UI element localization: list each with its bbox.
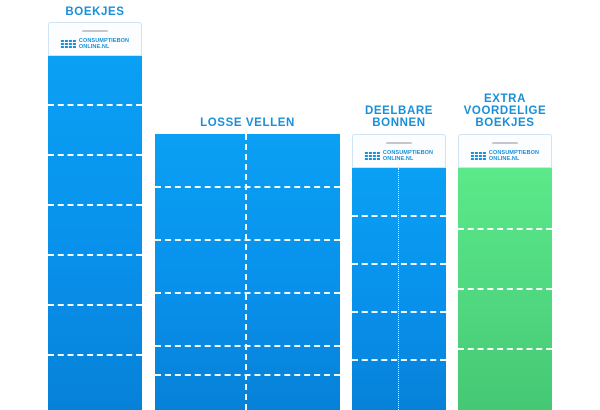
label-deelbare-line2: BONNEN bbox=[372, 117, 426, 129]
perforation-line bbox=[48, 354, 142, 356]
brand-logo: CONSUMPTIEBON ONLINE.NL bbox=[60, 38, 130, 50]
label-extra-line3: BOEKJES bbox=[475, 117, 535, 129]
perforation-line-vertical bbox=[245, 134, 247, 410]
label-deelbare-line1: DEELBARE bbox=[364, 105, 434, 117]
ticket-stack-deelbare bbox=[352, 168, 446, 410]
brand-logo: CONSUMPTIEBON ONLINE.NL bbox=[364, 150, 434, 162]
logo-icon bbox=[470, 152, 486, 160]
perforation-line bbox=[48, 104, 142, 106]
logo-icon bbox=[60, 40, 76, 48]
booklet-tag-extra: CONSUMPTIEBON ONLINE.NL bbox=[458, 134, 552, 168]
booklet-tag-boekjes: CONSUMPTIEBON ONLINE.NL bbox=[48, 22, 142, 56]
perforation-line bbox=[48, 204, 142, 206]
logo-line1: CONSUMPTIEBON bbox=[488, 150, 540, 156]
perforation-line bbox=[48, 304, 142, 306]
logo-line2: ONLINE.NL bbox=[488, 156, 520, 162]
label-boekjes: BOEKJES bbox=[65, 6, 125, 18]
perforation-line bbox=[458, 348, 552, 350]
perforation-line bbox=[352, 215, 446, 217]
label-extra-voordelige-boekjes: EXTRA VOORDELIGE BOEKJES bbox=[458, 93, 552, 129]
hang-slot bbox=[492, 142, 518, 144]
ticket-sheet-losse-vellen bbox=[155, 134, 340, 410]
logo-line2: ONLINE.NL bbox=[382, 156, 414, 162]
label-losse-vellen: LOSSE VELLEN bbox=[200, 117, 295, 129]
perforation-line bbox=[352, 311, 446, 313]
perforation-line bbox=[352, 263, 446, 265]
perforation-line bbox=[458, 228, 552, 230]
perforation-line bbox=[155, 292, 340, 294]
logo-line1: CONSUMPTIEBON bbox=[382, 150, 434, 156]
hang-slot bbox=[82, 30, 108, 32]
ticket-stack-extra bbox=[458, 168, 552, 410]
brand-logo: CONSUMPTIEBON ONLINE.NL bbox=[470, 150, 540, 162]
perforation-line bbox=[48, 254, 142, 256]
label-extra-line1: EXTRA bbox=[484, 93, 526, 105]
logo-icon bbox=[364, 152, 380, 160]
perforation-line bbox=[155, 345, 340, 347]
logo-line1: CONSUMPTIEBON bbox=[78, 38, 130, 44]
perforation-line bbox=[458, 288, 552, 290]
ticket-stack-boekjes bbox=[48, 56, 142, 410]
perforation-line bbox=[352, 359, 446, 361]
perforation-line bbox=[155, 374, 340, 376]
label-deelbare-bonnen: DEELBARE BONNEN bbox=[352, 105, 446, 129]
hang-slot bbox=[386, 142, 412, 144]
perforation-line bbox=[48, 154, 142, 156]
perforation-line bbox=[155, 186, 340, 188]
perforation-line bbox=[155, 239, 340, 241]
label-extra-line2: VOORDELIGE bbox=[463, 105, 547, 117]
perforation-line-vertical bbox=[398, 168, 399, 410]
logo-line2: ONLINE.NL bbox=[78, 44, 110, 50]
booklet-tag-deelbare: CONSUMPTIEBON ONLINE.NL bbox=[352, 134, 446, 168]
